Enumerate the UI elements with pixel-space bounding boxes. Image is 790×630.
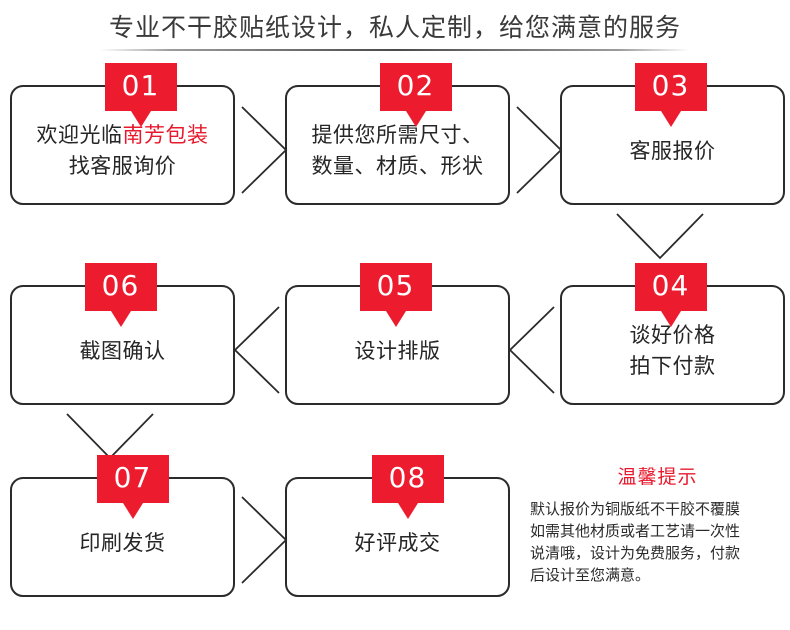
plain-text: 好评成交 — [354, 530, 441, 555]
plain-text: 客服报价 — [629, 138, 716, 163]
step-number-badge-07: 07 — [96, 455, 169, 519]
connector-04-to-05-icon — [508, 305, 556, 395]
step-box-07: 印刷发货 07 — [10, 455, 235, 597]
step-number-label: 02 — [396, 69, 435, 102]
step-box-08: 好评成交 08 — [285, 455, 510, 597]
connector-02-to-03-icon — [515, 105, 563, 195]
step-line: 数量、材质、形状 — [312, 151, 484, 182]
highlighted-text: 南芳包装 — [122, 123, 209, 147]
connector-07-to-08-icon — [240, 495, 288, 585]
step-number-badge-06: 06 — [84, 263, 157, 327]
page-title: 专业不干胶贴纸设计，私人定制，给您满意的服务 — [108, 13, 681, 42]
plain-text: 截图确认 — [79, 338, 166, 363]
step-text-06: 截图确认 — [12, 287, 233, 403]
step-box-03: 客服报价 03 — [560, 63, 785, 205]
plain-text: 数量、材质、形状 — [311, 154, 484, 178]
header: 专业不干胶贴纸设计，私人定制，给您满意的服务 — [0, 0, 790, 58]
notice-block: 温馨提示 默认报价为铜版纸不干胶不覆膜如需其他材质或者工艺请一次性说清哦，设计为… — [530, 462, 785, 586]
connector-03-to-04-icon — [615, 212, 705, 260]
plain-text: 找客服询价 — [68, 154, 177, 178]
badge-pointer-icon — [405, 111, 426, 127]
step-number-label: 07 — [113, 461, 152, 494]
header-divider — [100, 49, 690, 51]
step-text-01: 欢迎光临南芳包装找客服询价 — [12, 87, 233, 203]
notice-line: 后设计至您满意。 — [530, 566, 651, 584]
notice-line: 说清哦，设计为免费服务，付款 — [530, 544, 741, 562]
notice-title: 温馨提示 — [617, 466, 698, 488]
badge-pointer-icon — [660, 311, 681, 327]
badge-pointer-icon — [397, 503, 418, 519]
badge-pointer-icon — [130, 111, 151, 127]
notice-line: 如需其他材质或者工艺请一次性 — [530, 522, 741, 540]
step-number-label: 06 — [101, 269, 140, 302]
badge-pointer-icon — [660, 111, 681, 127]
connector-01-to-02-icon — [240, 105, 288, 195]
step-number-badge-01: 01 — [104, 63, 177, 127]
step-text-05: 设计排版 — [287, 287, 508, 403]
plain-text: 提供您所需尺寸、 — [311, 123, 484, 147]
plain-text: 欢迎光临 — [36, 123, 123, 147]
step-line: 好评成交 — [355, 528, 441, 559]
step-text-07: 印刷发货 — [12, 479, 233, 595]
plain-text: 拍下付款 — [629, 354, 716, 378]
notice-body: 默认报价为铜版纸不干胶不覆膜如需其他材质或者工艺请一次性说清哦，设计为免费服务，… — [530, 498, 785, 586]
badge-pointer-icon — [385, 311, 406, 327]
step-number-label: 03 — [651, 69, 690, 102]
step-text-08: 好评成交 — [287, 479, 508, 595]
step-number-badge-08: 08 — [371, 455, 444, 519]
step-number-badge-05: 05 — [359, 263, 432, 327]
badge-pointer-icon — [122, 503, 143, 519]
step-number-label: 08 — [388, 461, 427, 494]
connector-06-to-07-icon — [65, 412, 155, 460]
step-number-label: 05 — [376, 269, 415, 302]
step-line: 欢迎光临南芳包装 — [37, 120, 209, 151]
step-number-label: 04 — [651, 269, 690, 302]
step-text-03: 客服报价 — [562, 87, 783, 203]
step-line: 谈好价格 — [630, 320, 716, 351]
step-line: 找客服询价 — [69, 151, 177, 182]
step-text-04: 谈好价格拍下付款 — [562, 287, 783, 403]
step-line: 印刷发货 — [80, 528, 166, 559]
plain-text: 印刷发货 — [79, 530, 166, 555]
badge-pointer-icon — [110, 311, 131, 327]
step-number-badge-04: 04 — [634, 263, 707, 327]
step-text-02: 提供您所需尺寸、数量、材质、形状 — [287, 87, 508, 203]
plain-text: 设计排版 — [354, 338, 441, 363]
step-number-badge-02: 02 — [379, 63, 452, 127]
step-box-06: 截图确认 06 — [10, 263, 235, 405]
step-line: 拍下付款 — [630, 351, 716, 382]
step-box-05: 设计排版 05 — [285, 263, 510, 405]
step-line: 客服报价 — [630, 136, 716, 167]
step-line: 设计排版 — [355, 336, 441, 367]
plain-text: 谈好价格 — [629, 323, 716, 347]
step-number-label: 01 — [121, 69, 160, 102]
step-number-badge-03: 03 — [634, 63, 707, 127]
step-line: 截图确认 — [80, 336, 166, 367]
connector-05-to-06-icon — [233, 305, 281, 395]
step-line: 提供您所需尺寸、 — [312, 120, 484, 151]
notice-line: 默认报价为铜版纸不干胶不覆膜 — [530, 500, 741, 518]
